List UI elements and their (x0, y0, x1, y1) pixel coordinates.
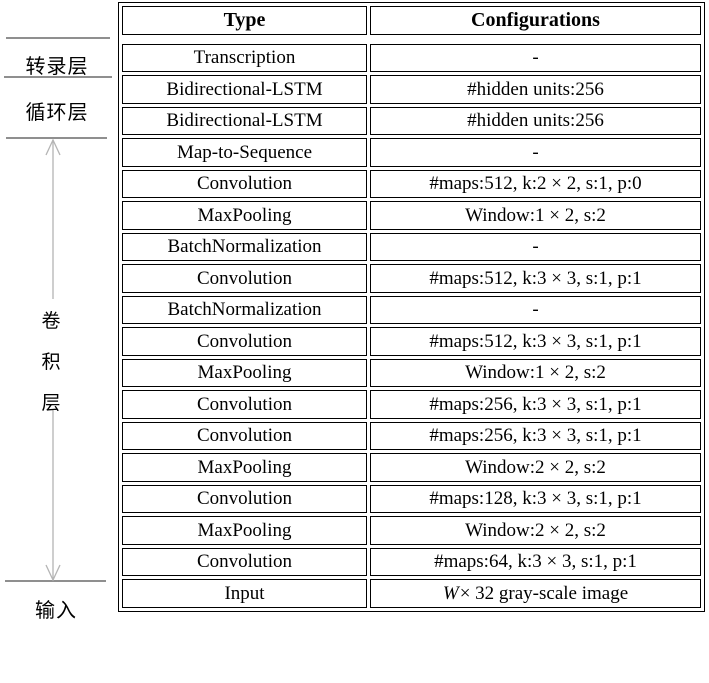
config-cell: Window:2 × 2, s:2 (370, 453, 701, 482)
type-cell: Bidirectional-LSTM (122, 106, 367, 135)
table-row: Convolution #maps:256, k:3 × 3, s:1, p:1 (122, 421, 701, 450)
type-cell: MaxPooling (122, 453, 367, 482)
type-column-header: Type (122, 6, 367, 35)
conv-layer-char-3: 层 (41, 393, 61, 414)
config-cell: Window:1 × 2, s:2 (370, 358, 701, 387)
section-divider-line-top (6, 37, 110, 39)
table-body: Transcription - Bidirectional-LSTM #hidd… (122, 43, 701, 608)
input-layer-label: 输入 (35, 600, 77, 622)
type-cell: Convolution (122, 327, 367, 356)
config-cell: #hidden units:256 (370, 75, 701, 104)
type-cell: MaxPooling (122, 358, 367, 387)
conv-layer-extent-arrow-icon (45, 138, 61, 582)
table-row: Convolution #maps:512, k:3 × 3, s:1, p:1 (122, 327, 701, 356)
type-cell: BatchNormalization (122, 295, 367, 324)
table-row: Convolution #maps:128, k:3 × 3, s:1, p:1 (122, 484, 701, 513)
type-cell: Convolution (122, 484, 367, 513)
config-cell: - (370, 232, 701, 261)
layer-annotation-panel: 转录层 循环层 卷 积 层 输入 (0, 0, 120, 683)
section-divider-line-bottom (5, 580, 106, 582)
type-cell: Bidirectional-LSTM (122, 75, 367, 104)
config-cell: #maps:512, k:3 × 3, s:1, p:1 (370, 327, 701, 356)
type-cell: Transcription (122, 43, 367, 72)
recurrent-layer-label: 循环层 (25, 102, 89, 124)
config-cell: #maps:128, k:3 × 3, s:1, p:1 (370, 484, 701, 513)
configurations-column-header: Configurations (370, 6, 701, 35)
type-cell: MaxPooling (122, 201, 367, 230)
table-row: Convolution #maps:512, k:2 × 2, s:1, p:0 (122, 169, 701, 198)
table-row: Convolution #maps:64, k:3 × 3, s:1, p:1 (122, 547, 701, 576)
config-cell: #maps:512, k:2 × 2, s:1, p:0 (370, 169, 701, 198)
table-row: Bidirectional-LSTM #hidden units:256 (122, 75, 701, 104)
config-cell: #hidden units:256 (370, 106, 701, 135)
conv-layer-char-1: 卷 (41, 311, 61, 332)
table-row: MaxPooling Window:1 × 2, s:2 (122, 201, 701, 230)
type-cell: Convolution (122, 547, 367, 576)
config-cell: - (370, 43, 701, 72)
section-divider-line-recurrent (4, 76, 112, 78)
conv-layer-label: 卷 积 层 (36, 306, 66, 415)
table-header-row: Type Configurations (122, 6, 701, 35)
table-row: Bidirectional-LSTM #hidden units:256 (122, 106, 701, 135)
architecture-table: Type Configurations Transcription - Bidi… (118, 2, 705, 612)
type-cell: MaxPooling (122, 516, 367, 545)
type-cell: Convolution (122, 421, 367, 450)
type-cell: Map-to-Sequence (122, 138, 367, 167)
config-cell: - (370, 295, 701, 324)
type-cell: Convolution (122, 264, 367, 293)
table-row: MaxPooling Window:2 × 2, s:2 (122, 516, 701, 545)
config-cell: #maps:64, k:3 × 3, s:1, p:1 (370, 547, 701, 576)
config-cell: #maps:256, k:3 × 3, s:1, p:1 (370, 390, 701, 419)
table-row: BatchNormalization - (122, 295, 701, 324)
type-cell: BatchNormalization (122, 232, 367, 261)
conv-layer-char-2: 积 (41, 352, 61, 373)
transcription-layer-label: 转录层 (25, 56, 89, 78)
table-row: Convolution #maps:256, k:3 × 3, s:1, p:1 (122, 390, 701, 419)
table-row: BatchNormalization - (122, 232, 701, 261)
config-cell: #maps:256, k:3 × 3, s:1, p:1 (370, 421, 701, 450)
table-row: Convolution #maps:512, k:3 × 3, s:1, p:1 (122, 264, 701, 293)
type-cell: Convolution (122, 390, 367, 419)
config-cell: Window:2 × 2, s:2 (370, 516, 701, 545)
table-row: Input W × 32 gray-scale image (122, 579, 701, 608)
table-row: Transcription - (122, 43, 701, 72)
config-cell: Window:1 × 2, s:2 (370, 201, 701, 230)
config-cell: - (370, 138, 701, 167)
table-row: MaxPooling Window:2 × 2, s:2 (122, 453, 701, 482)
table-row: MaxPooling Window:1 × 2, s:2 (122, 358, 701, 387)
section-divider-line-conv-top (6, 137, 107, 139)
config-cell: W × 32 gray-scale image (370, 579, 701, 608)
config-cell: #maps:512, k:3 × 3, s:1, p:1 (370, 264, 701, 293)
type-cell: Input (122, 579, 367, 608)
type-cell: Convolution (122, 169, 367, 198)
table-row: Map-to-Sequence - (122, 138, 701, 167)
